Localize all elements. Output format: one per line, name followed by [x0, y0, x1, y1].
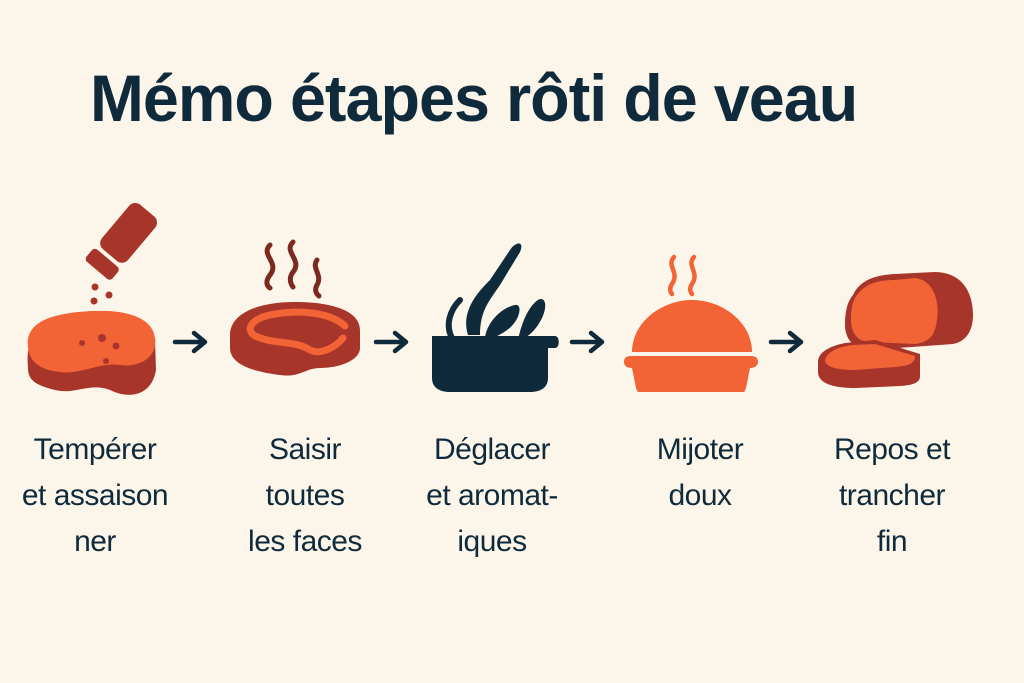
step-4-line-2: doux [668, 479, 732, 512]
step-5-line-3: fin [876, 525, 908, 558]
seared-steak-steam-icon [230, 239, 360, 376]
step-3-line-1: Déglacer [433, 433, 551, 466]
step-3-line-3: iques [457, 525, 527, 558]
step-1-line-3: ner [74, 525, 116, 558]
arrow-right-icon [569, 330, 605, 354]
step-2-label: Saisir toutes les faces [205, 427, 405, 565]
arrow-right-icon [768, 330, 804, 354]
step-1-line-2: et assaison [21, 479, 169, 512]
step-5-line-1: Repos et [833, 433, 951, 466]
covered-dish-steam-icon [624, 254, 758, 392]
arrow-right-icon [373, 330, 409, 354]
step-4-line-1: Mijoter [656, 433, 744, 466]
step-3-line-2: et aromat- [426, 479, 558, 512]
step-2-line-1: Saisir [268, 433, 342, 466]
sliced-roast-icon [818, 272, 973, 388]
step-2-line-3: les faces [248, 525, 362, 558]
salt-shaker-meat-icon [27, 202, 157, 395]
step-1-line-1: Tempérer [33, 433, 157, 466]
step-5-line-2: trancher [838, 479, 946, 512]
step-4-label: Mijoter doux [600, 427, 800, 519]
step-2-line-2: toutes [265, 479, 345, 512]
pot-with-utensils-icon [432, 243, 559, 392]
step-1-label: Tempérer et assaison ner [0, 427, 190, 565]
arrow-right-icon [172, 330, 208, 354]
step-5-label: Repos et trancher fin [792, 427, 992, 565]
step-3-label: Déglacer et aromat- iques [392, 427, 592, 565]
page-title: Mémo étapes rôti de veau [90, 61, 858, 135]
